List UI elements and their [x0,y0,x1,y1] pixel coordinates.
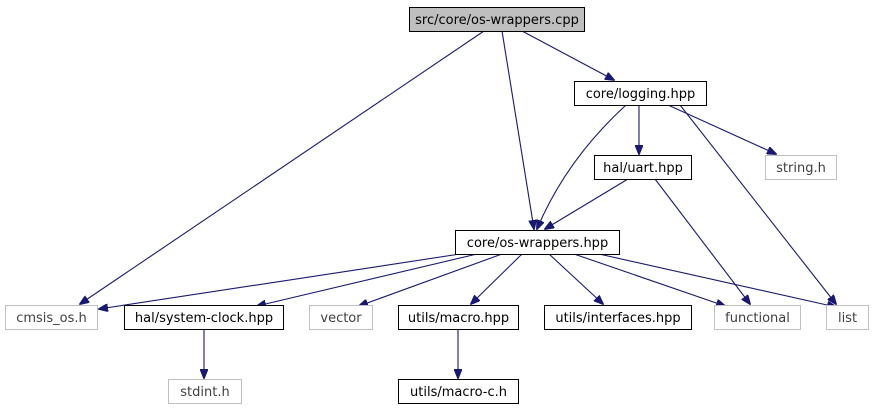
node-string_h: string.h [765,155,837,180]
edge-root-to-cmsis [80,30,485,304]
node-box [594,155,692,180]
edge-oswrappers-to-interfaces [548,253,603,304]
node-cmsis: cmsis_os.h [5,305,98,330]
node-label: utils/interfaces.hpp [555,311,680,326]
edge-logging-to-oswrappers [537,104,627,229]
node-box [398,305,519,330]
edge-logging-to-string_h [667,104,776,154]
node-box [309,305,373,330]
node-macro[interactable]: utils/macro.hpp [398,305,519,330]
node-label: hal/system-clock.hpp [135,311,273,326]
node-vector: vector [309,305,373,330]
node-macro_c[interactable]: utils/macro-c.h [398,379,519,404]
edge-uart-to-functional [654,178,750,304]
node-label: hal/uart.hpp [603,161,683,176]
node-label: core/logging.hpp [586,87,696,102]
node-label: core/os-wrappers.hpp [467,236,608,251]
node-uart[interactable]: hal/uart.hpp [594,155,692,180]
edge-root-to-oswrappers [501,30,534,229]
node-label: utils/macro-c.h [410,385,507,400]
node-box [168,379,242,404]
node-box [409,7,585,32]
edge-logging-to-list [679,104,836,304]
node-label: string.h [776,161,826,176]
node-functional: functional [714,305,801,330]
edge-oswrappers-to-functional [573,253,725,306]
node-label: src/core/os-wrappers.cpp [415,13,579,28]
node-box [574,81,707,106]
node-sysclock[interactable]: hal/system-clock.hpp [124,305,284,330]
node-logging[interactable]: core/logging.hpp [574,81,707,106]
node-box [124,305,284,330]
edge-root-to-logging [521,30,614,80]
node-box [765,155,837,180]
node-stdint: stdint.h [168,379,242,404]
node-label: functional [725,311,790,326]
edge-oswrappers-to-cmsis [99,253,461,309]
node-list: list [826,305,869,330]
node-root[interactable]: src/core/os-wrappers.cpp [409,7,585,32]
node-label: stdint.h [180,385,229,400]
edge-oswrappers-to-sysclock [257,253,478,306]
node-box [398,379,519,404]
edge-oswrappers-to-macro [471,253,523,304]
edge-uart-to-oswrappers [545,178,629,229]
node-box [714,305,801,330]
edge-oswrappers-to-list [598,253,836,307]
nodes-layer: src/core/os-wrappers.cpp core/logging.hpp… [5,7,869,404]
node-interfaces[interactable]: utils/interfaces.hpp [544,305,692,330]
node-label: vector [320,311,362,326]
node-box [455,230,620,255]
node-box [826,305,869,330]
node-label: cmsis_os.h [16,311,87,326]
edge-oswrappers-to-vector [359,253,503,306]
node-oswrappers[interactable]: core/os-wrappers.hpp [455,230,620,255]
node-box [5,305,98,330]
edges-layer [80,30,836,378]
node-box [544,305,692,330]
node-label: utils/macro.hpp [408,311,509,326]
node-label: list [838,311,857,326]
